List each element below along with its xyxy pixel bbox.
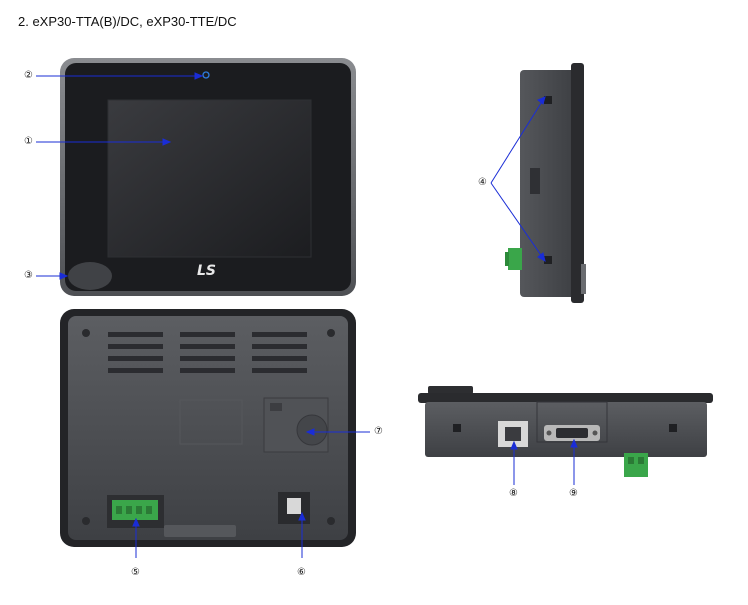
side-slot (530, 168, 540, 194)
rear-view (60, 309, 356, 547)
side-body (520, 70, 580, 297)
side-bezel (571, 63, 584, 303)
callout-4: ④ (478, 177, 487, 188)
side-view (505, 63, 586, 303)
bottom-bezel (418, 393, 713, 403)
fixing-hole-bottom (544, 256, 552, 264)
callout-3: ③ (24, 270, 33, 281)
status-led-icon (202, 71, 210, 79)
home-button (68, 262, 112, 290)
callout-5: ⑤ (131, 567, 140, 578)
page-title: 2. eXP30-TTA(B)/DC, eXP30-TTE/DC (18, 14, 237, 29)
callout-8: ⑧ (509, 488, 518, 499)
power-terminal (112, 500, 158, 520)
fixing-hole-top (544, 96, 552, 104)
callout-1: ① (24, 136, 33, 147)
callout-9: ⑨ (569, 488, 578, 499)
callout-2: ② (24, 70, 33, 81)
callout-7: ⑦ (374, 426, 383, 437)
usb-port (287, 498, 301, 514)
brand-logo: LS (197, 263, 216, 279)
leader-lines (36, 72, 578, 558)
vent-slots (108, 332, 307, 373)
power-terminal-bottom (624, 453, 648, 477)
bottom-view (418, 386, 713, 477)
display-screen (107, 99, 312, 258)
callout-6: ⑥ (297, 567, 306, 578)
front-view: LS (60, 58, 356, 296)
power-terminal-side (508, 248, 522, 270)
